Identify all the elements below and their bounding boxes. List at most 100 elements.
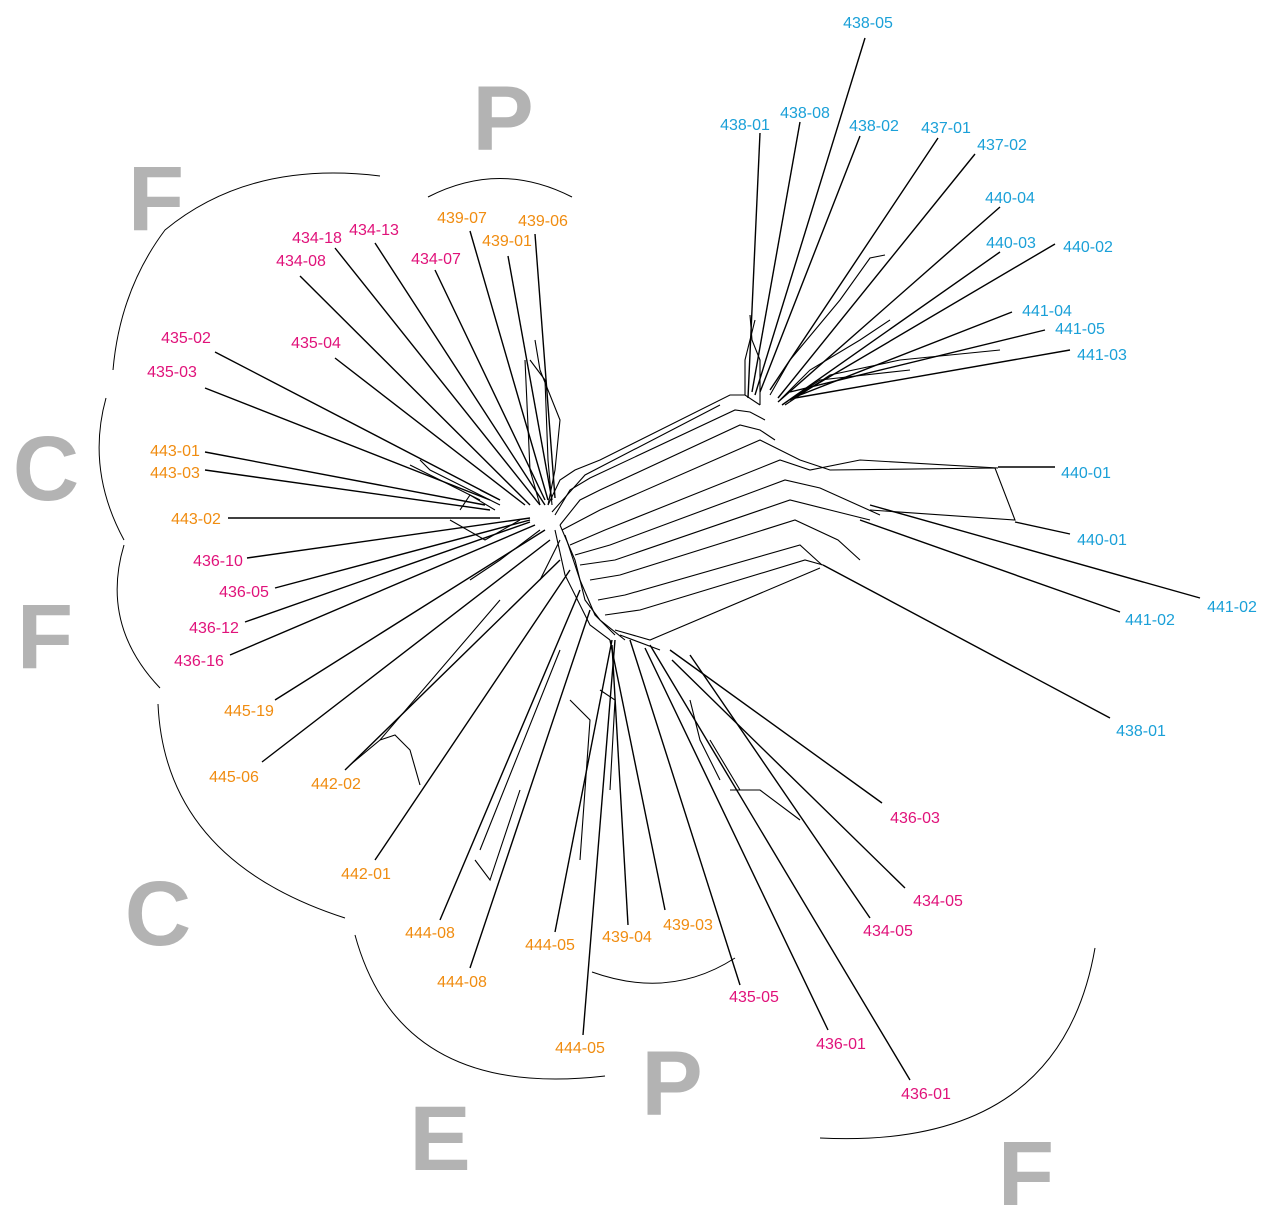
brace-upper-left-f <box>112 172 381 371</box>
network-split <box>539 539 561 581</box>
leaf-label: 444-08 <box>437 974 487 991</box>
leaf-edge <box>274 529 546 701</box>
network-split <box>604 559 824 616</box>
leaf-label: 443-01 <box>150 443 200 460</box>
leaf-label: 437-02 <box>977 137 1027 154</box>
leaf-edge <box>507 255 553 501</box>
leaf-edge <box>434 269 546 501</box>
leaf-label: 443-03 <box>150 465 200 482</box>
leaf-edge <box>344 559 561 771</box>
leaf-label: 434-05 <box>913 893 963 910</box>
leaf-edge <box>781 251 1001 406</box>
leaf-label: 434-18 <box>292 230 342 247</box>
network-split <box>589 519 861 581</box>
leaf-label: 438-05 <box>843 15 893 32</box>
network-split <box>569 699 591 861</box>
leaf-label: 440-03 <box>986 235 1036 252</box>
network-split <box>614 567 821 641</box>
leaf-label: 436-01 <box>901 1086 951 1103</box>
leaf-label: 444-05 <box>525 937 575 954</box>
leaf-label: 438-01 <box>720 117 770 134</box>
group-letter-c-lower-left: C <box>125 863 191 965</box>
leaf-label: 444-08 <box>405 925 455 942</box>
leaf-edge <box>229 524 536 656</box>
leaf-label: 439-07 <box>437 210 487 227</box>
leaf-edge <box>777 206 1001 403</box>
leaf-label: 436-12 <box>189 620 239 637</box>
leaf-label: 435-05 <box>729 989 779 1006</box>
leaf-edge <box>374 242 546 506</box>
leaf-edge <box>274 519 531 589</box>
leaf-edge <box>822 564 1111 719</box>
group-letter-p-top: P <box>472 68 533 170</box>
network-split <box>579 499 871 566</box>
brace-top-p <box>427 178 573 198</box>
leaf-label: 436-10 <box>193 553 243 570</box>
leaf-edge <box>261 539 551 763</box>
group-braces <box>98 172 1096 1140</box>
leaf-edge <box>204 387 491 501</box>
leaf-edge <box>1014 521 1071 535</box>
leaf-label: 434-07 <box>411 251 461 268</box>
network-split <box>449 519 521 541</box>
group-letter-p-bottom: P <box>641 1033 702 1135</box>
leaf-label: 435-03 <box>147 364 197 381</box>
network-split <box>379 734 421 786</box>
leaf-label: 434-08 <box>276 253 326 270</box>
leaf-edge <box>669 649 883 804</box>
leaf-edge <box>754 37 866 396</box>
leaf-edge <box>869 504 1201 599</box>
leaf-edge <box>246 517 531 559</box>
group-letter-c-left: C <box>13 418 79 520</box>
network-split <box>564 534 616 636</box>
leaf-edge <box>644 647 829 1031</box>
leaf-label: 436-03 <box>890 810 940 827</box>
leaf-edge <box>794 349 1071 399</box>
network-split <box>744 319 756 395</box>
network-split <box>619 634 661 651</box>
leaf-label: 440-02 <box>1063 239 1113 256</box>
leaf-label: 441-03 <box>1077 347 1127 364</box>
leaf-label: 439-01 <box>482 233 532 250</box>
network-split <box>349 599 501 766</box>
leaf-label: 441-05 <box>1055 321 1105 338</box>
leaf-label: 445-06 <box>209 769 259 786</box>
leaf-label: 440-04 <box>985 190 1035 207</box>
leaf-edge <box>469 230 549 501</box>
network-split <box>561 439 1016 531</box>
leaf-edge <box>204 469 491 511</box>
leaf-edge <box>629 639 741 986</box>
leaf-edge <box>204 451 486 506</box>
leaf-label: 436-01 <box>816 1036 866 1053</box>
network-split <box>569 459 999 546</box>
leaf-label: 439-06 <box>518 213 568 230</box>
leaf-label: 441-02 <box>1125 612 1175 629</box>
network-split <box>709 739 741 791</box>
leaf-edge <box>439 589 581 921</box>
leaf-edge <box>859 519 1121 613</box>
network-split <box>730 789 801 821</box>
network-split <box>769 254 886 396</box>
leaf-edge <box>759 135 861 393</box>
brace-bottom-right-f <box>819 947 1096 1140</box>
leaf-edge <box>689 654 871 919</box>
leaf-label: 438-01 <box>1116 723 1166 740</box>
brace-bottom-e <box>354 934 606 1080</box>
leaf-edge <box>789 243 1056 401</box>
leaf-edge <box>609 639 666 911</box>
network-split <box>689 699 721 781</box>
network-split <box>534 339 561 506</box>
network-split <box>559 524 626 641</box>
network-split <box>547 394 761 506</box>
network-split <box>551 404 721 513</box>
leaf-edge <box>611 644 629 926</box>
leaf-label: 439-04 <box>602 929 652 946</box>
leaf-edge <box>789 329 1046 393</box>
leaf-label: 440-01 <box>1077 532 1127 549</box>
leaf-label: 442-01 <box>341 866 391 883</box>
network-split <box>779 319 891 401</box>
leaf-edge <box>214 351 501 501</box>
